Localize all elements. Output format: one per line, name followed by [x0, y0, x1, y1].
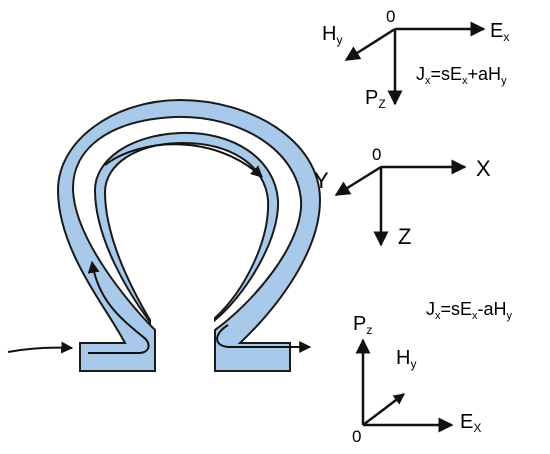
omega-conductor	[56, 98, 322, 372]
current-flow	[7, 143, 312, 354]
bottom-diag-axis	[362, 393, 405, 426]
bottom-ex-label: EX	[460, 411, 481, 435]
mid-y-label: Y	[314, 168, 329, 193]
bottom-origin-label: 0	[352, 427, 361, 446]
bottom-equation: Jx=sEx-aHy	[426, 299, 513, 322]
top-pz-label: PZ	[365, 87, 386, 111]
mid-axes	[334, 159, 467, 247]
top-axes	[344, 21, 486, 106]
top-ex-label: Ex	[490, 20, 509, 44]
flow-top-arrow	[104, 143, 263, 178]
flow-in-arrow	[7, 341, 74, 354]
bottom-pz-label: Pz	[353, 313, 372, 337]
flow-right-bottom-arrow	[216, 324, 312, 353]
mid-x-label: X	[476, 156, 491, 181]
omega-shape	[56, 98, 322, 372]
top-equation: Jx=sEx+aHy	[416, 64, 507, 87]
top-diag-axis	[344, 27, 396, 62]
mid-z-label: Z	[398, 224, 411, 249]
bottom-axes	[355, 338, 454, 433]
top-hy-label: Hy	[322, 23, 342, 47]
mid-diag-axis	[334, 165, 382, 197]
flow-left-bottom-arrow	[87, 260, 150, 354]
top-origin-label: 0	[386, 7, 395, 26]
mid-origin-label: 0	[372, 145, 381, 164]
bottom-hy-label: Hy	[396, 347, 416, 371]
